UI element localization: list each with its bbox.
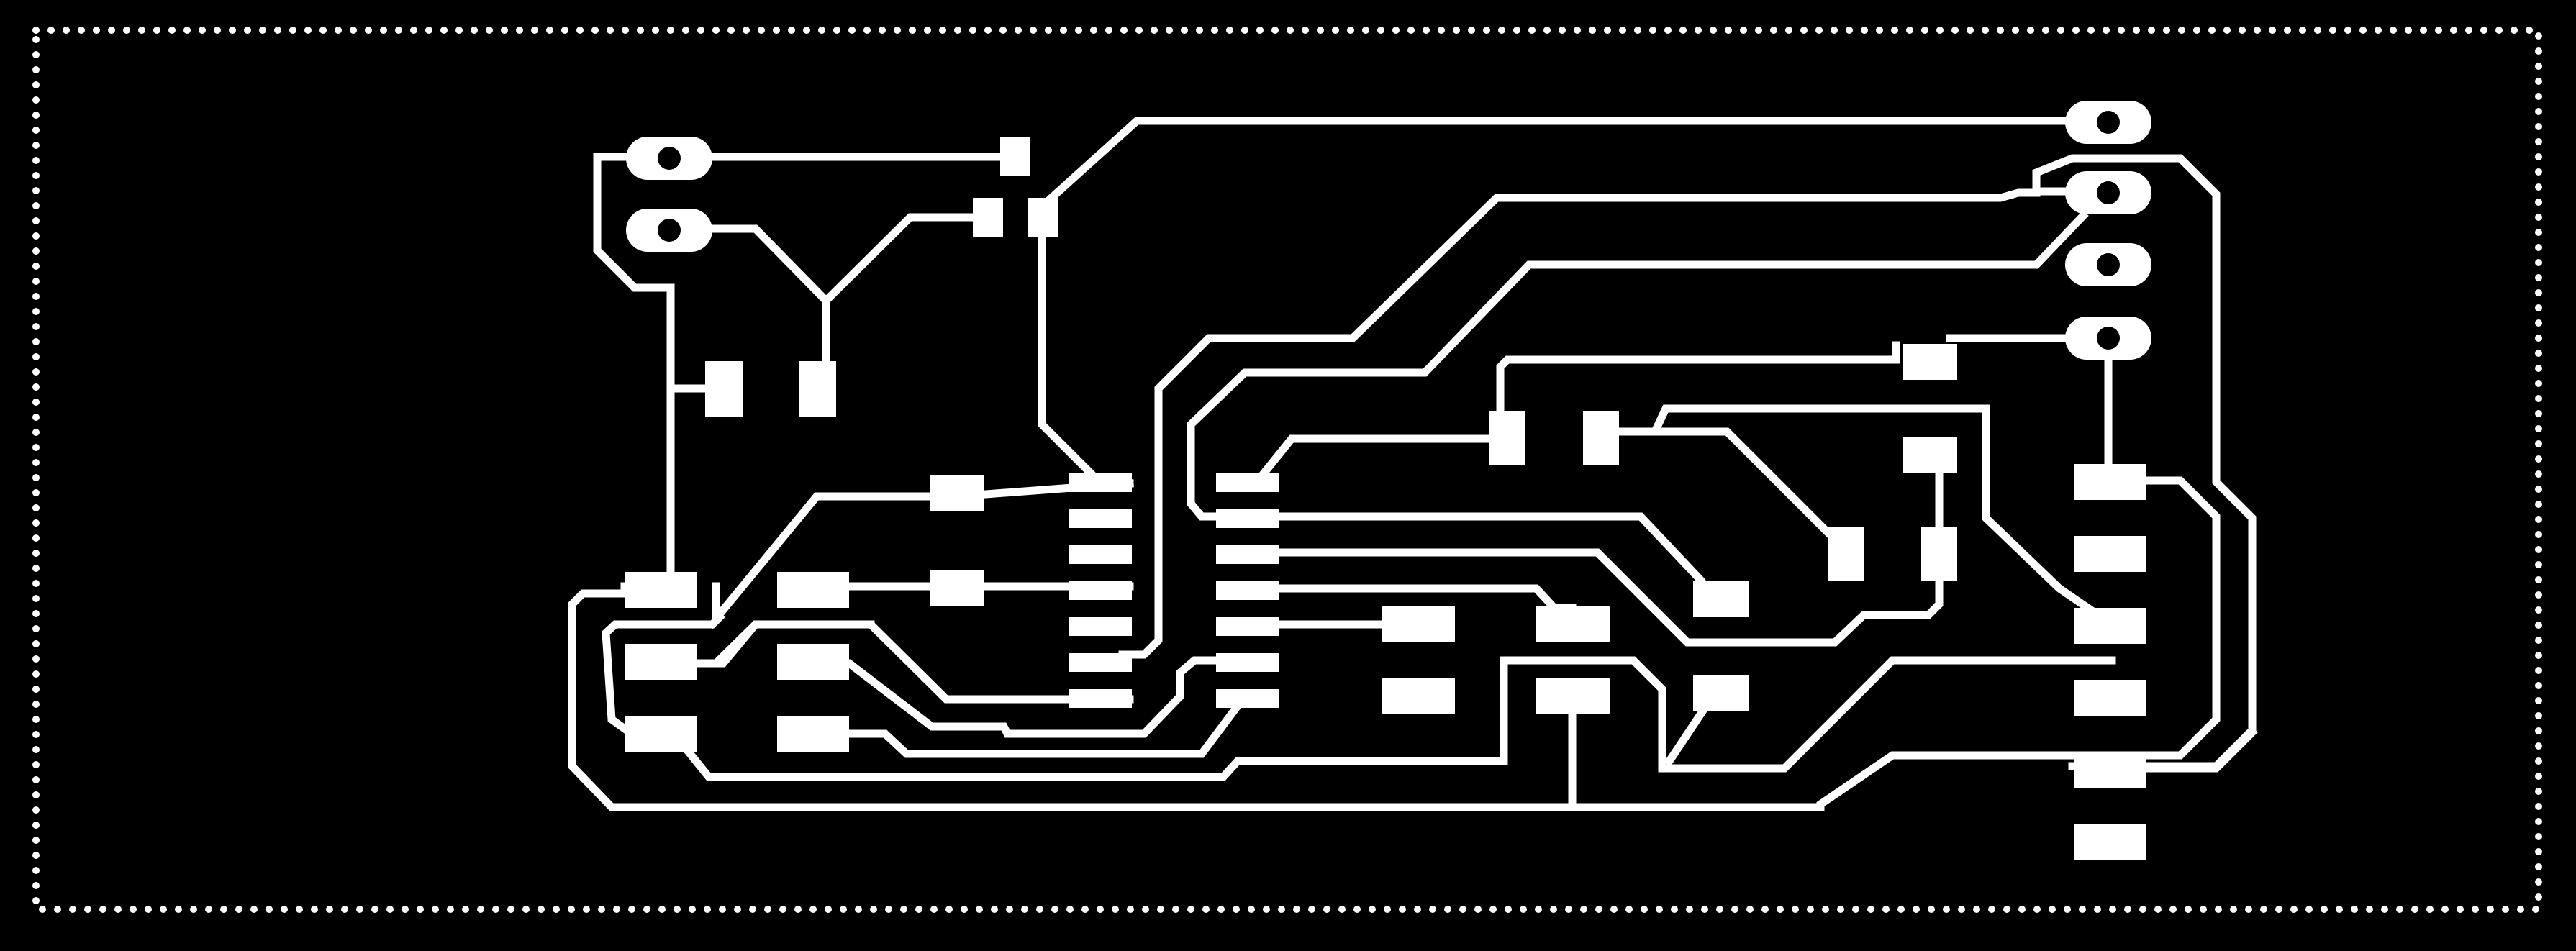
smd-pad xyxy=(1693,581,1749,617)
trace xyxy=(690,224,830,393)
smd-pad xyxy=(930,570,984,606)
connector-right xyxy=(2065,101,2151,360)
smd-pad xyxy=(1903,437,1957,473)
trace xyxy=(690,620,875,668)
drill-hole xyxy=(2097,111,2120,134)
trace xyxy=(780,691,1251,758)
trace xyxy=(667,656,2116,781)
smd-pad xyxy=(1382,678,1455,714)
ic-right-pins xyxy=(1216,473,1279,708)
header-pin xyxy=(2074,608,2146,644)
drill-hole xyxy=(2097,327,2120,350)
trace xyxy=(1241,548,1944,647)
ic-pin xyxy=(1216,509,1279,528)
ic-pin xyxy=(1069,581,1132,600)
trace xyxy=(690,620,1134,704)
smd-pad xyxy=(1382,606,1455,642)
ic-pin xyxy=(1216,653,1279,672)
header-pin xyxy=(2074,680,2146,716)
smd-pad xyxy=(1489,411,1525,465)
ic-pin xyxy=(1069,545,1132,564)
trace xyxy=(712,492,961,630)
smd-pad xyxy=(930,475,984,511)
ic-pin xyxy=(1069,473,1132,492)
smd-pad xyxy=(1000,137,1030,176)
smd-pad xyxy=(1828,527,1864,581)
trace xyxy=(820,213,990,306)
trace-layer xyxy=(568,117,2258,811)
smd-pad xyxy=(1536,606,1610,642)
trace xyxy=(1118,187,2091,659)
trace xyxy=(1038,213,1134,488)
smd-pad xyxy=(625,572,697,608)
trace xyxy=(602,611,725,738)
smd-pad xyxy=(1028,198,1058,237)
connector-left xyxy=(626,137,712,252)
ic-pin xyxy=(1216,473,1279,492)
header-pin xyxy=(2074,464,2146,500)
pin-header xyxy=(2074,464,2146,860)
header-pin xyxy=(2074,536,2146,572)
trace xyxy=(1496,341,1900,442)
trace xyxy=(568,476,2221,811)
header-pin xyxy=(2074,824,2146,860)
smd-pad xyxy=(1921,527,1957,581)
smd-pad xyxy=(625,644,697,680)
smd-pad xyxy=(799,361,836,417)
smd-pad xyxy=(777,644,849,680)
smd-pad xyxy=(1903,344,1957,380)
ic-pin xyxy=(1216,545,1279,564)
drill-hole xyxy=(658,219,681,242)
smd-pad xyxy=(1536,678,1610,714)
pad-layer xyxy=(625,101,2151,860)
drill-hole xyxy=(2097,181,2120,204)
smd-pad xyxy=(973,198,1003,237)
trace xyxy=(780,656,1249,738)
trace xyxy=(1241,434,1512,488)
drill-hole xyxy=(658,147,681,170)
ic-pin xyxy=(1216,581,1279,600)
ic-left-pins xyxy=(1069,473,1132,708)
trace xyxy=(2108,727,2258,773)
smd-pad xyxy=(1583,411,1619,465)
smd-pad xyxy=(705,361,743,417)
ic-pin xyxy=(1069,617,1132,636)
ic-pin xyxy=(1069,653,1132,672)
ic-pin xyxy=(1069,509,1132,528)
ic-pin xyxy=(1216,617,1279,636)
trace xyxy=(1038,117,2084,222)
board-outline xyxy=(32,27,2542,913)
header-pin xyxy=(2074,752,2146,788)
smd-pad xyxy=(1693,675,1749,711)
smd-pad xyxy=(777,716,849,752)
trace xyxy=(1241,584,1577,612)
smd-pad xyxy=(625,716,697,752)
trace xyxy=(1187,210,2089,521)
trace xyxy=(1616,427,1837,542)
ic-pin xyxy=(1069,689,1132,708)
ic-pin xyxy=(1216,689,1279,708)
trace xyxy=(593,153,675,393)
drill-hole xyxy=(2097,253,2120,276)
smd-pad xyxy=(777,572,849,608)
